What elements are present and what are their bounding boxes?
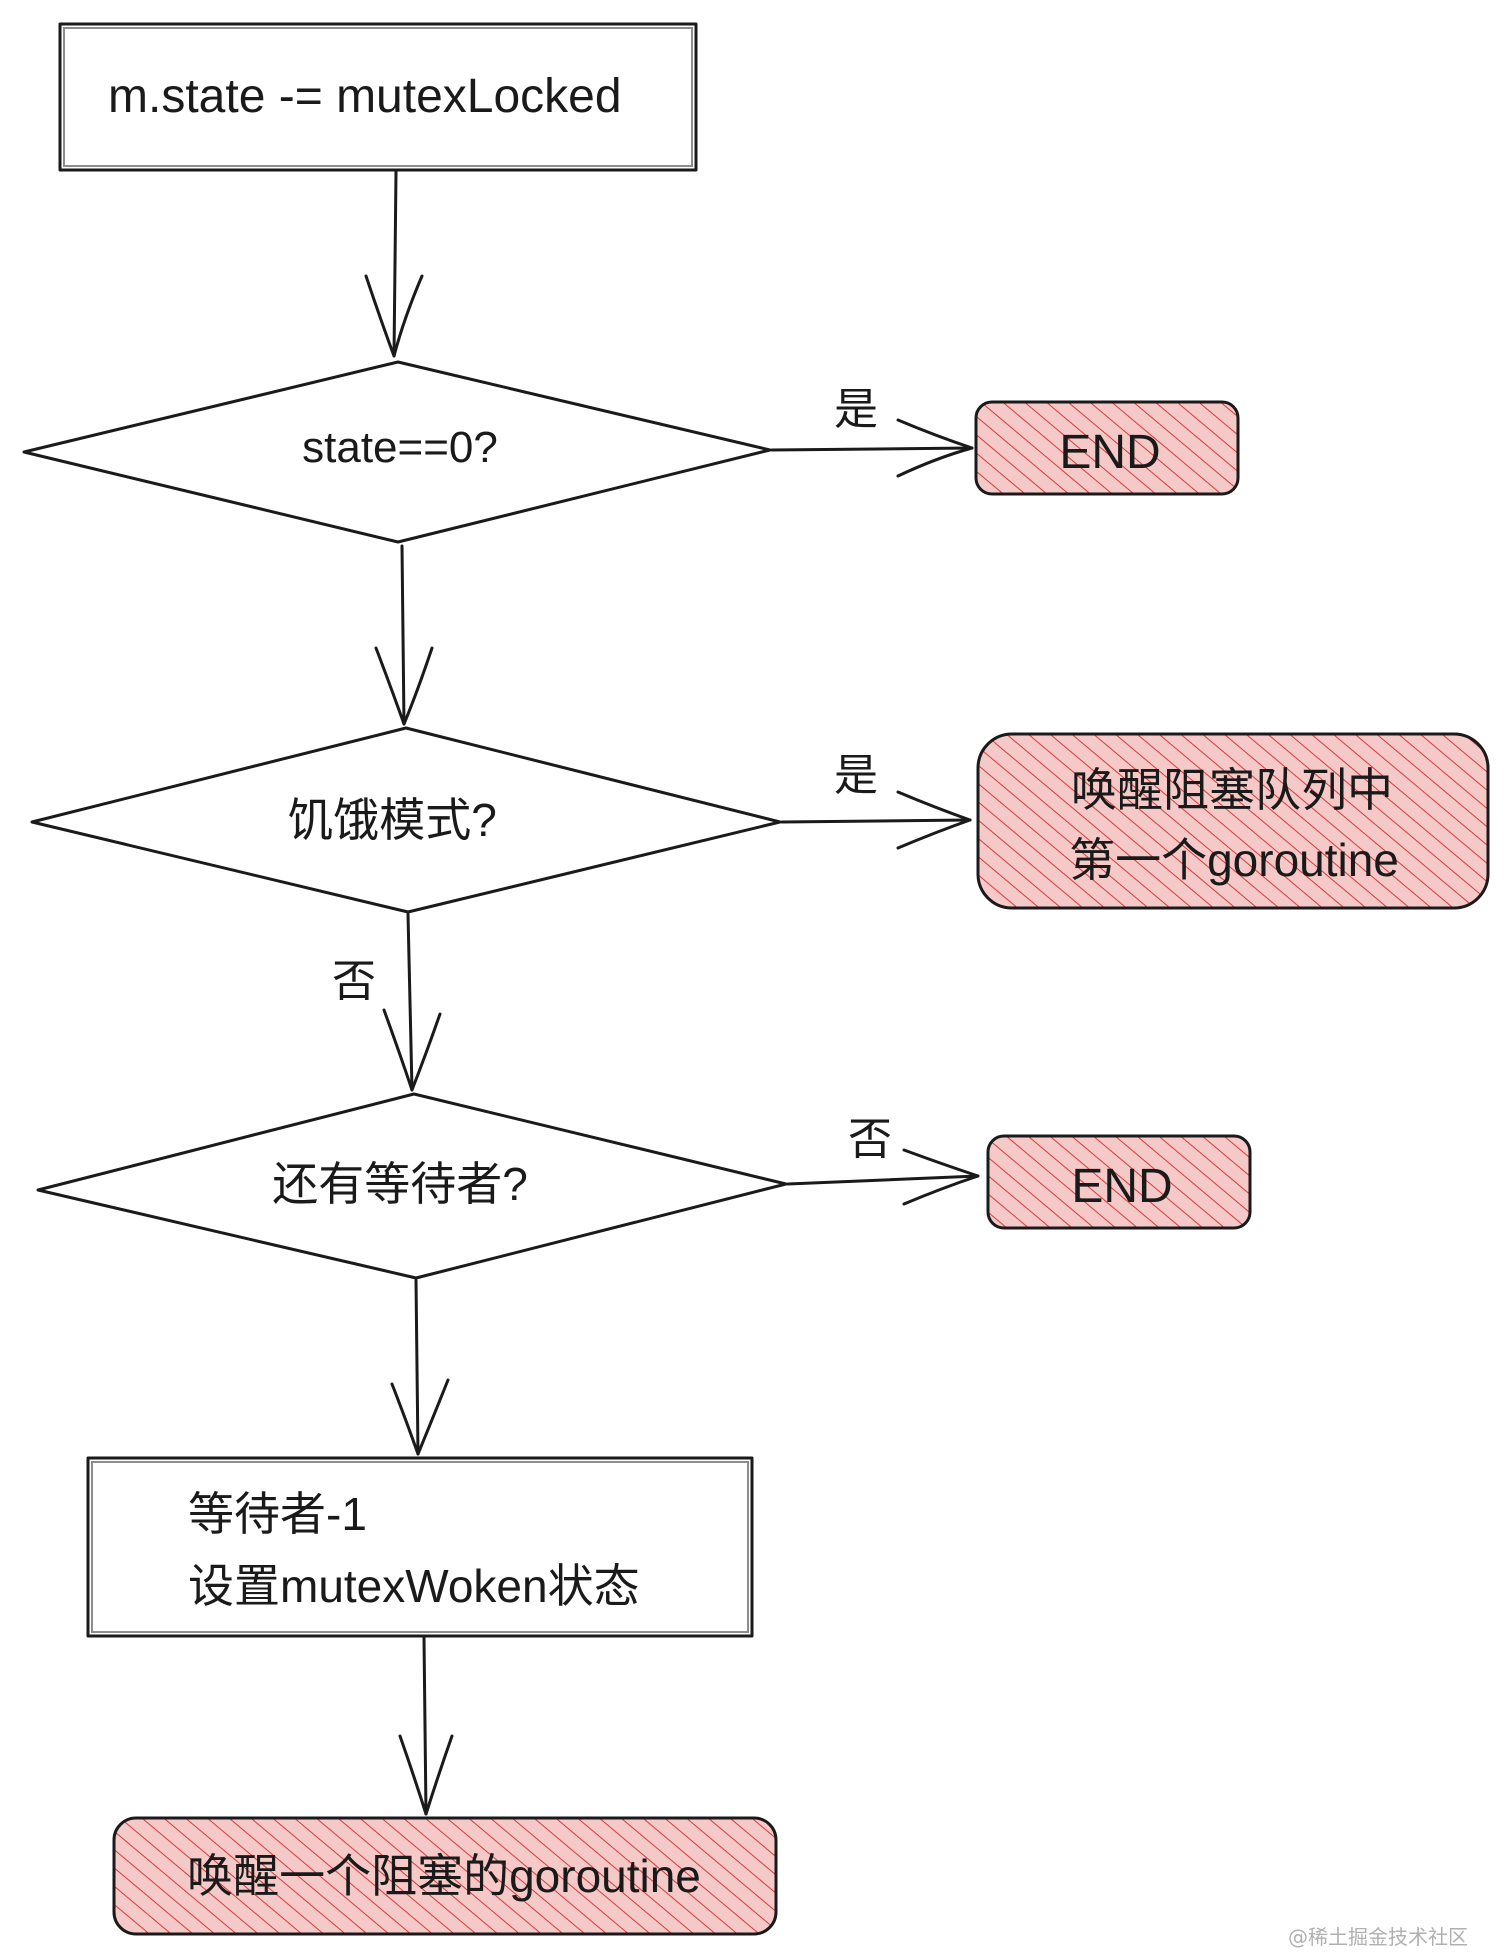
process-box: 等待者-1 设置mutexWoken状态 xyxy=(86,1456,754,1638)
end1-label: END xyxy=(1059,426,1160,479)
arrow-decision1-yes: 是 xyxy=(770,385,974,478)
arrow-decision2-yes: 是 xyxy=(780,751,972,850)
end2-label: END xyxy=(1071,1160,1172,1213)
process-line1: 等待者-1 xyxy=(188,1488,367,1540)
decision1-label: state==0? xyxy=(302,423,498,472)
arrow-decision3-to-process xyxy=(390,1278,450,1456)
end2-terminal: END xyxy=(986,1134,1252,1230)
process-line2: 设置mutexWoken状态 xyxy=(188,1560,640,1612)
watermark: @稀土掘金技术社区 xyxy=(1288,1925,1468,1949)
decision3-label: 还有等待者? xyxy=(272,1158,528,1210)
wake-first-terminal: 唤醒阻塞队列中 第一个goroutine xyxy=(976,732,1490,910)
decision3-no-label: 否 xyxy=(848,1115,892,1164)
arrow-process-to-wake-one xyxy=(398,1636,454,1816)
arrow-start-to-decision1 xyxy=(364,170,424,358)
start-box: m.state -= mutexLocked xyxy=(58,22,698,172)
wake-first-line1: 唤醒阻塞队列中 xyxy=(1071,764,1393,816)
decision2-label: 饥饿模式? xyxy=(287,794,497,846)
wake-one-label: 唤醒一个阻塞的goroutine xyxy=(187,1850,701,1902)
arrow-decision2-no: 否 xyxy=(332,912,442,1092)
arrow-decision3-no: 否 xyxy=(786,1115,980,1206)
decision1-yes-label: 是 xyxy=(834,385,878,434)
wake-first-line2: 第一个goroutine xyxy=(1069,834,1399,886)
decision2-diamond: 饥饿模式? xyxy=(30,726,782,914)
wake-one-terminal: 唤醒一个阻塞的goroutine xyxy=(112,1816,778,1936)
start-label: m.state -= mutexLocked xyxy=(108,70,622,123)
decision2-no-label: 否 xyxy=(332,957,376,1006)
decision1-diamond: state==0? xyxy=(22,360,772,544)
end1-terminal: END xyxy=(974,400,1240,496)
decision3-diamond: 还有等待者? xyxy=(36,1092,788,1280)
arrow-decision1-to-decision2 xyxy=(374,544,434,726)
decision2-yes-label: 是 xyxy=(834,751,878,800)
